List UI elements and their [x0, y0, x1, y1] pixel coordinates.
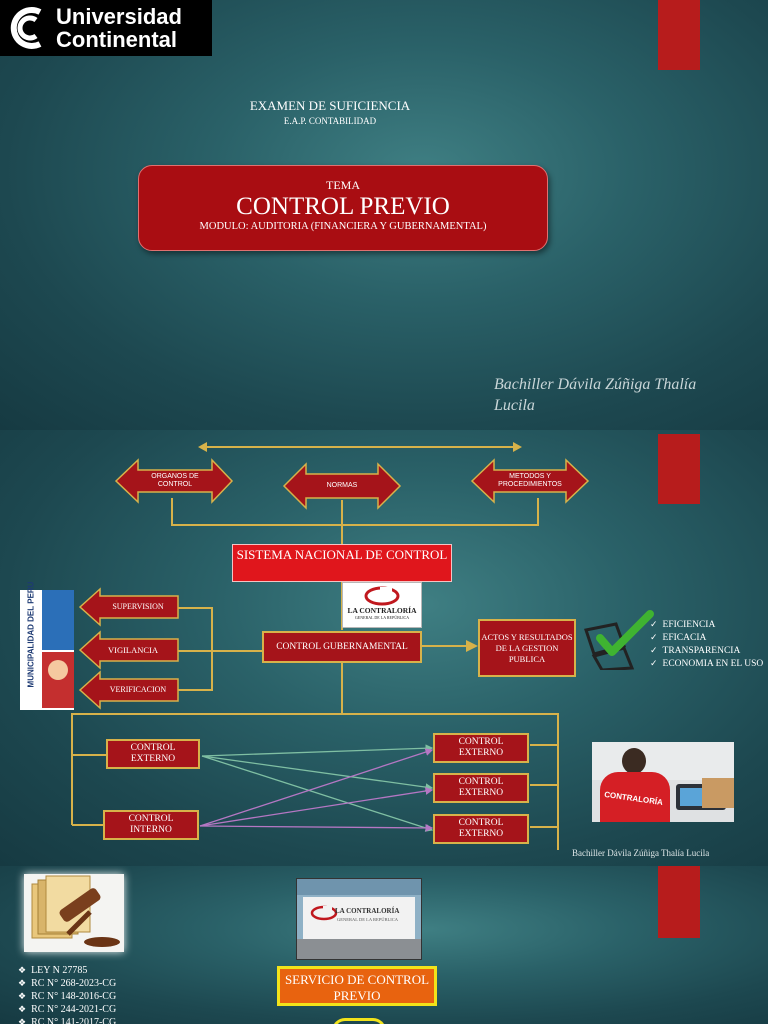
- sistema-label: SISTEMA NACIONAL DE CONTROL: [236, 547, 448, 562]
- slide-title: Universidad Continental EXAMEN DE SUFICI…: [0, 0, 768, 430]
- servicio-box: SERVICIO DE CONTROL PREVIO: [277, 966, 437, 1006]
- servicio-label: SERVICIO DE CONTROL PREVIO: [284, 972, 430, 1003]
- contraloria-sub: GENERAL DE LA REPÚBLICA: [354, 615, 410, 620]
- building-photo: LA CONTRALORÍA GENERAL DE LA REPÚBLICA: [296, 878, 422, 960]
- contraloria-logo: LA CONTRALORÍA GENERAL DE LA REPÚBLICA: [342, 582, 422, 628]
- law-item: RC N° 141-2017-CG: [18, 1016, 116, 1024]
- servicio-connector: [332, 1018, 386, 1024]
- arrow-verificacion: VERIFICACION: [109, 685, 167, 694]
- municipalidad-image: MUNICIPALIDAD DEL PERU: [20, 582, 74, 710]
- gavel-icon: [31, 875, 120, 947]
- auditor-photo: CONTRALORÍA: [592, 742, 734, 822]
- accent-bar: [658, 0, 700, 70]
- slide-diagram: ORGANOS DE CONTROL NORMAS METODOS Y PROC…: [0, 430, 768, 866]
- topic-title: CONTROL PREVIO: [236, 193, 450, 220]
- right-control-box-3: CONTROL EXTERNO: [433, 814, 529, 844]
- arrow-normas: NORMAS: [326, 482, 358, 489]
- principio-item: EFICACIA: [650, 631, 763, 644]
- arrow-vigilancia: VIGILANCIA: [107, 645, 159, 655]
- control-externo-box: CONTROL EXTERNO: [106, 739, 200, 769]
- control-interno-box: CONTROL INTERNO: [103, 810, 199, 840]
- page-subtitle: E.A.P. CONTABILIDAD: [283, 116, 377, 126]
- principio-item: EFICIENCIA: [650, 618, 763, 631]
- arrow-supervision: SUPERVISION: [112, 602, 164, 611]
- law-gavel-image: [24, 874, 124, 952]
- arrow-organos: ORGANOS DE CONTROL: [151, 473, 199, 488]
- accent-bar: [658, 434, 700, 504]
- logo-mark-icon: [0, 0, 56, 56]
- university-logo: Universidad Continental: [0, 0, 212, 56]
- right-control-box-1: CONTROL EXTERNO: [433, 733, 529, 763]
- principios-list: EFICIENCIA EFICACIA TRANSPARENCIA ECONOM…: [650, 618, 764, 670]
- accent-bar: [658, 866, 700, 938]
- connector-lines: [71, 442, 590, 850]
- building-sign-name: LA CONTRALORÍA: [335, 907, 400, 915]
- logo-line1: Universidad: [56, 4, 182, 29]
- principio-item: ECONOMIA EN EL USO: [650, 657, 764, 670]
- arrow-metodos: METODOS Y PROCEDIMIENTOS: [498, 473, 562, 488]
- control-gubernamental-box: CONTROL GUBERNAMENTAL: [262, 631, 422, 663]
- actos-box: ACTOS Y RESULTADOS DE LA GESTION PUBLICA: [478, 619, 576, 677]
- page-title: EXAMEN DE SUFICIENCIA: [249, 98, 411, 113]
- contraloria-name: LA CONTRALORÍA: [347, 606, 417, 615]
- topic-box: TEMA CONTROL PREVIO MODULO: AUDITORIA (F…: [138, 165, 548, 251]
- topic-module: MODULO: AUDITORIA (FINANCIERA Y GUBERNAM…: [199, 221, 487, 232]
- author-line1: Bachiller Dávila Zúñiga Thalía: [494, 376, 697, 393]
- checkmark-icon: [584, 610, 654, 670]
- sistema-box: SISTEMA NACIONAL DE CONTROL: [232, 544, 452, 582]
- photo-caption: Bachiller Dávila Zúñiga Thalía Lucila: [572, 848, 710, 858]
- law-item: RC N° 268-2023-CG: [18, 977, 116, 990]
- contraloria-mark-icon: [310, 905, 338, 921]
- law-item: RC N° 148-2016-CG: [18, 990, 116, 1003]
- contraloria-mark-icon: [364, 586, 400, 606]
- laws-list: LEY N 27785 RC N° 268-2023-CG RC N° 148-…: [18, 964, 116, 1024]
- author-line2: Lucila: [494, 397, 535, 414]
- building-sign-sub: GENERAL DE LA REPÚBLICA: [337, 917, 398, 922]
- law-item: RC N° 244-2021-CG: [18, 1003, 116, 1016]
- slide-servicio: LEY N 27785 RC N° 268-2023-CG RC N° 148-…: [0, 866, 768, 1024]
- law-item: LEY N 27785: [18, 964, 116, 977]
- principio-item: TRANSPARENCIA: [650, 644, 763, 657]
- topic-label: TEMA: [326, 178, 360, 192]
- logo-line2: Continental: [56, 27, 177, 52]
- right-control-box-2: CONTROL EXTERNO: [433, 773, 529, 803]
- municipalidad-text: MUNICIPALIDAD DEL PERU: [26, 581, 36, 688]
